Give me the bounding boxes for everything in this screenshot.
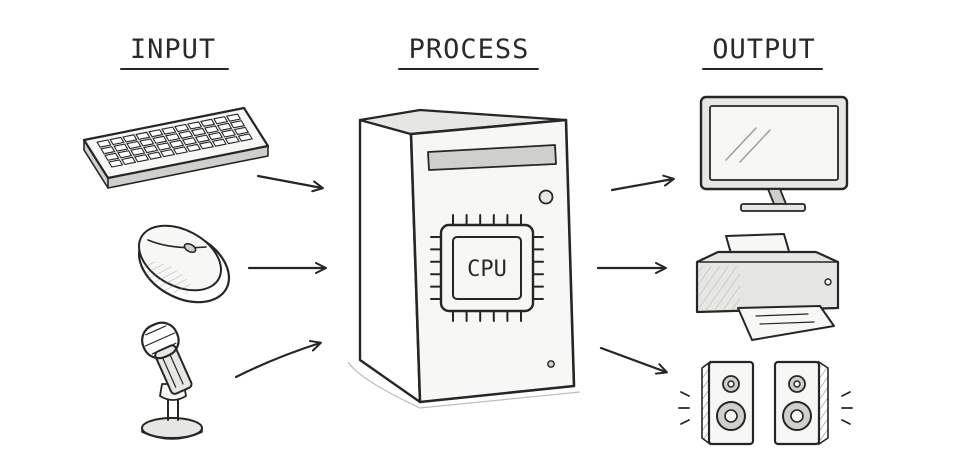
keyboard-key: [198, 141, 215, 150]
keyboard-key: [109, 136, 125, 146]
left-speaker: [701, 360, 755, 446]
keyboard-key: [108, 159, 124, 168]
keyboard-key: [122, 134, 138, 143]
keyboard-key: [143, 144, 159, 154]
cpu-chip-pins: [430, 214, 544, 322]
keyboard-key: [146, 151, 163, 160]
keyboard-key: [161, 126, 177, 135]
input-heading-text: INPUT: [130, 34, 216, 65]
keyboard-key: [152, 135, 168, 144]
microphone-icon: [141, 321, 203, 440]
keyboard-key: [237, 133, 253, 142]
keyboard-key: [178, 130, 194, 139]
arrow-cpu-to-monitor: [610, 174, 675, 192]
keyboard-key: [216, 122, 233, 132]
keyboard-key: [220, 129, 237, 138]
keyboard-key: [135, 131, 151, 140]
keyboard-key: [200, 118, 216, 127]
keyboard-key: [130, 147, 146, 156]
keyboard-icon: [82, 106, 270, 189]
keyboard-key: [159, 148, 176, 158]
keyboard-key: [233, 126, 250, 136]
cpu-chip-label: CPU: [467, 257, 507, 282]
keyboard-key: [100, 146, 116, 155]
keyboard-key: [194, 134, 211, 143]
keyboard-key: [133, 154, 150, 163]
output-heading: OUTPUT: [702, 34, 823, 70]
output-arrows: [596, 174, 675, 375]
input-arrows: [234, 174, 327, 379]
keyboard-key: [225, 113, 242, 122]
keyboard-keys: [96, 113, 253, 168]
keyboard-key: [104, 152, 120, 161]
keyboard-key: [96, 139, 112, 148]
arrow-keyboard-to-cpu: [256, 174, 324, 193]
keyboard-key: [207, 131, 224, 141]
keyboard-key: [190, 127, 207, 137]
keyboard-key: [126, 140, 142, 150]
keyboard-key: [113, 143, 129, 152]
keyboard-key: [224, 135, 240, 145]
keyboard-key: [148, 129, 164, 138]
keyboard-key: [181, 137, 198, 146]
keyboard-key: [185, 143, 202, 153]
monitor-icon: [699, 95, 849, 212]
keyboard-key: [172, 146, 189, 155]
keyboard-key: [229, 120, 246, 129]
process-heading-text: PROCESS: [409, 34, 530, 65]
keyboard-key: [174, 123, 190, 133]
printer-icon: [695, 233, 840, 341]
keyboard-key: [213, 116, 229, 125]
keyboard-key: [203, 125, 220, 134]
keyboard-key: [156, 142, 172, 151]
keyboard-key: [168, 139, 185, 149]
process-heading: PROCESS: [398, 34, 539, 70]
sound-wave-lines: [678, 391, 853, 425]
keyboard-key: [187, 121, 203, 130]
keyboard-key: [117, 150, 133, 159]
keyboard-key: [139, 138, 155, 147]
keyboard-key: [211, 138, 227, 147]
input-heading: INPUT: [120, 34, 229, 70]
arrow-cpu-to-speakers: [599, 346, 668, 375]
keyboard-key: [121, 156, 137, 166]
keyboard-key: [165, 133, 181, 142]
speakers-icon: [678, 360, 853, 446]
cpu-chip-icon: CPU: [430, 214, 544, 322]
arrow-mic-to-cpu: [234, 339, 322, 379]
mouse-icon: [137, 224, 231, 304]
right-speaker: [773, 360, 829, 446]
output-heading-text: OUTPUT: [712, 34, 816, 65]
